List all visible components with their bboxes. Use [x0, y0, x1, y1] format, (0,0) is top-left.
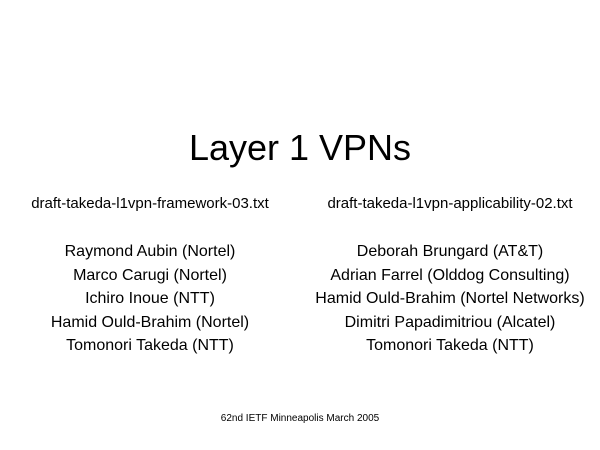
- author-entry: Ichiro Inoue (NTT): [85, 290, 215, 307]
- slide-footer: 62nd IETF Minneapolis March 2005: [220, 413, 380, 424]
- author-list: Deborah Brungard (AT&T) Adrian Farrel (O…: [315, 240, 584, 358]
- author-entry: Raymond Aubin (Nortel): [64, 243, 236, 260]
- draft-document-name: draft-takeda-l1vpn-framework-03.txt: [31, 195, 269, 212]
- author-entry: Dimitri Papadimitriou (Alcatel): [344, 313, 556, 331]
- author-entry: Tomonori Takeda (NTT): [66, 337, 234, 354]
- author-list: Raymond Aubin (Nortel) Marco Carugi (Nor…: [51, 240, 249, 358]
- draft-column-applicability: draft-takeda-l1vpn-applicability-02.txt …: [300, 194, 600, 358]
- author-entry: Deborah Brungard (AT&T): [356, 243, 544, 260]
- draft-columns: draft-takeda-l1vpn-framework-03.txt Raym…: [0, 194, 600, 358]
- author-entry: Hamid Ould-Brahim (Nortel Networks): [315, 290, 585, 307]
- author-entry: Tomonori Takeda (NTT): [366, 337, 534, 354]
- author-entry: Hamid Ould-Brahim (Nortel): [50, 313, 250, 331]
- draft-column-framework: draft-takeda-l1vpn-framework-03.txt Raym…: [0, 194, 300, 358]
- author-entry: Marco Carugi (Nortel): [73, 266, 227, 284]
- draft-document-name: draft-takeda-l1vpn-applicability-02.txt: [327, 195, 573, 212]
- slide-title: Layer 1 VPNs: [188, 127, 412, 169]
- author-entry: Adrian Farrel (Olddog Consulting): [330, 266, 570, 284]
